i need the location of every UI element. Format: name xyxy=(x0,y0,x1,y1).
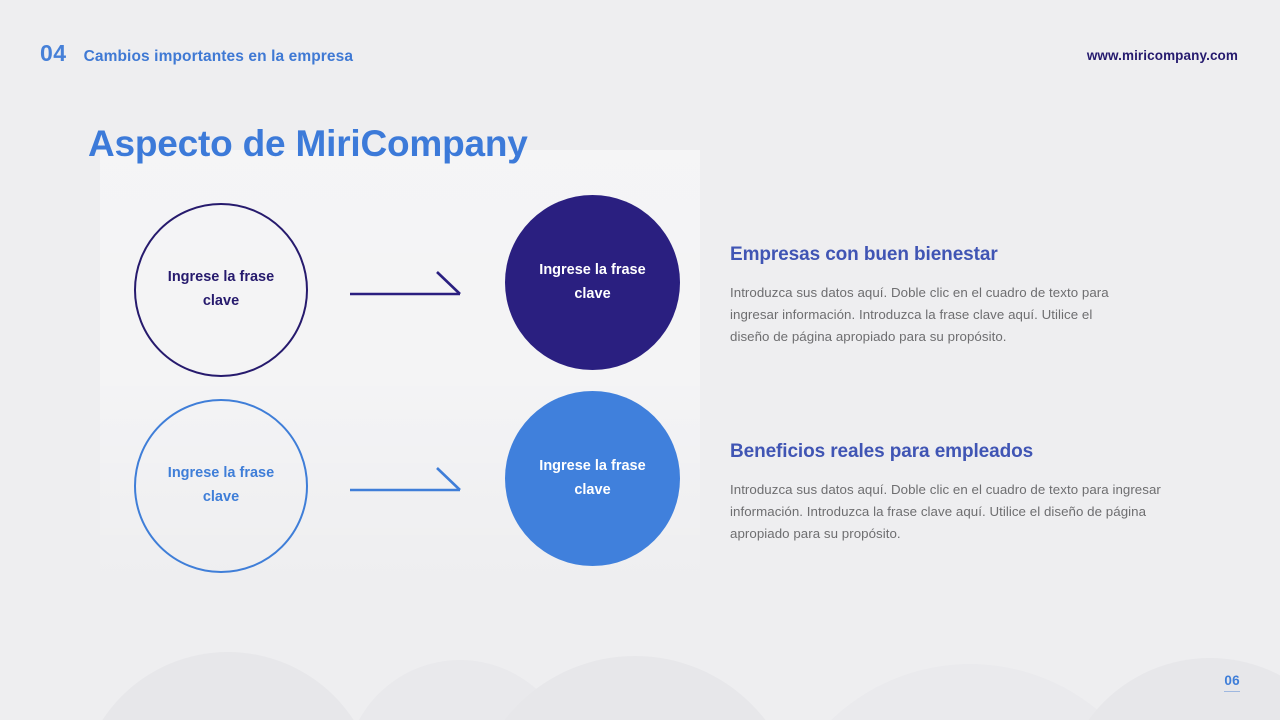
arrow-right-blue xyxy=(350,466,462,500)
diagram-row-1: Ingrese la frase clave Ingrese la frase … xyxy=(0,195,1280,385)
decorative-circle-3 xyxy=(470,656,800,720)
diagram-row-2: Ingrese la frase clave Ingrese la frase … xyxy=(0,391,1280,581)
outline-circle-blue[interactable]: Ingrese la frase clave xyxy=(134,399,308,573)
page-title: Aspecto de MiriCompany xyxy=(88,122,528,164)
content-body: Introduzca sus datos aquí. Doble clic en… xyxy=(730,284,1109,345)
website-link[interactable]: www.miricompany.com xyxy=(1086,48,1238,63)
section-title: Cambios importantes en la empresa xyxy=(83,48,354,65)
content-body: Introduzca sus datos aquí. Doble clic en… xyxy=(730,481,1161,542)
circle-label: Ingrese la frase clave xyxy=(167,269,275,309)
content-block-1: Empresas con buen bienestar Introduzca s… xyxy=(730,244,1170,349)
decorative-circle-2 xyxy=(345,660,575,720)
content-heading: Empresas con buen bienestar xyxy=(730,244,998,265)
slide-header: 04 Cambios importantes en la empresa xyxy=(40,42,353,65)
circle-label: Ingrese la frase clave xyxy=(167,465,275,505)
page-number: 06 xyxy=(1224,673,1240,692)
circle-label: Ingrese la frase clave xyxy=(539,457,646,498)
decorative-circle-5 xyxy=(1060,658,1280,720)
decorative-circle-4 xyxy=(770,664,1170,720)
filled-circle-navy[interactable]: Ingrese la frase clave xyxy=(505,195,680,370)
circle-label: Ingrese la frase clave xyxy=(539,261,646,302)
decorative-circle-1 xyxy=(78,652,378,720)
filled-circle-blue[interactable]: Ingrese la frase clave xyxy=(505,391,680,566)
outline-circle-navy[interactable]: Ingrese la frase clave xyxy=(134,203,308,377)
section-number: 04 xyxy=(40,40,67,66)
content-heading: Beneficios reales para empleados xyxy=(730,441,1034,462)
content-block-2: Beneficios reales para empleados Introdu… xyxy=(730,441,1170,546)
arrow-right-navy xyxy=(350,270,462,304)
